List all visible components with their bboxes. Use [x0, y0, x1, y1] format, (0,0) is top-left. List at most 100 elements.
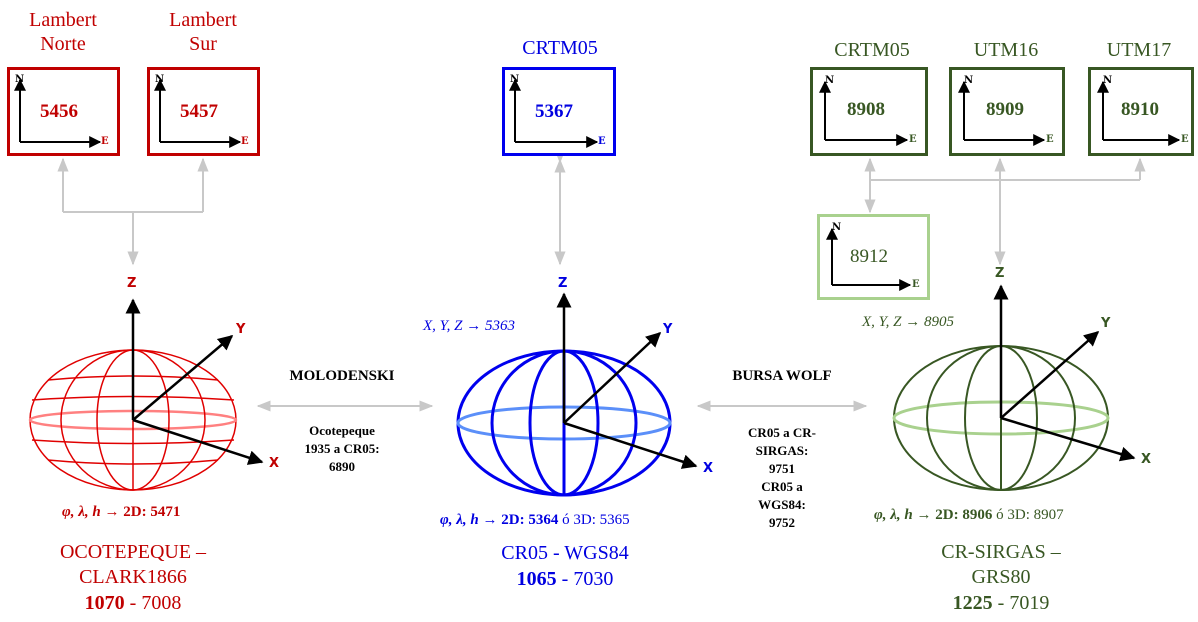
- axis-n-label: N: [15, 74, 25, 85]
- geographic-3d-code: ó 3D: 5365: [558, 512, 630, 528]
- axis-e-label: E: [101, 136, 109, 147]
- projection-box-5456: N E 5456: [7, 67, 120, 156]
- projection-label-lambert-norte: Lambert Norte: [18, 8, 108, 56]
- datum-code: 1225: [952, 592, 993, 614]
- transformation-line: CR05 a: [761, 479, 803, 494]
- projected-axes-icon: [819, 80, 909, 146]
- projection-box-8908: N E 8908: [810, 67, 928, 156]
- projection-label-line2: Sur: [189, 33, 217, 55]
- axis-z-label: Z: [995, 266, 1005, 281]
- projected-axes-icon: [509, 78, 599, 148]
- datum-name-line2: CLARK1866: [79, 566, 187, 588]
- transformation-line: CR05 a CR-: [748, 425, 816, 440]
- axis-e-label: E: [241, 136, 249, 147]
- projection-label-line1: Lambert: [29, 9, 97, 31]
- projection-code: 8910: [1121, 99, 1159, 120]
- transformation-line: WGS84:: [758, 497, 806, 512]
- datum-codes: 1070 - 7008: [8, 592, 258, 615]
- transformation-line: SIRGAS:: [755, 443, 809, 458]
- geographic-3d-code: ó 3D: 8907: [992, 507, 1064, 523]
- geographic-2d-code: → 2D: 8906: [916, 507, 993, 523]
- datum-codes: 1225 - 7019: [876, 592, 1126, 615]
- datum-name: CR05 - WGS84: [501, 542, 629, 564]
- crsirgas-connectors: [864, 157, 1146, 266]
- axis-n-label: N: [964, 75, 974, 86]
- projection-box-5457: N E 5457: [147, 67, 260, 156]
- projection-label-line2: Norte: [40, 33, 86, 55]
- axis-y-label: Y: [236, 322, 246, 337]
- projection-code: 5456: [40, 101, 78, 122]
- datum-name-line2: GRS80: [971, 566, 1031, 588]
- projection-box-5367: N E 5367: [502, 67, 616, 156]
- datum-codes: 1065 - 7030: [440, 568, 690, 591]
- transformation-codes-right: CR05 a CR- SIRGAS: 9751 CR05 a WGS84: 97…: [712, 424, 852, 532]
- geographic-coord-symbols: φ, λ, h: [874, 507, 913, 523]
- ellipsoid-code: - 7019: [992, 592, 1050, 614]
- axis-y-label: Y: [1101, 316, 1111, 331]
- projection-label-utm17: UTM17: [1106, 39, 1172, 61]
- geographic-crs-label: φ, λ, h → 2D: 5471: [62, 504, 180, 521]
- transformation-line: 6890: [329, 459, 355, 474]
- ellipsoid-code: - 7008: [124, 592, 182, 614]
- projection-label-lambert-sur: Lambert Sur: [158, 8, 248, 56]
- projected-axes-icon: [826, 227, 912, 291]
- axis-e-label: E: [909, 134, 917, 145]
- datum-name: CR-SIRGAS – GRS80: [876, 540, 1126, 590]
- projection-code: 5457: [180, 101, 218, 122]
- projection-code: 8908: [847, 99, 885, 120]
- axis-x-label: X: [1141, 452, 1152, 467]
- ocotepeque-connectors: [57, 157, 209, 266]
- axis-n-label: N: [1103, 75, 1113, 86]
- datum-name-line1: CR-SIRGAS –: [941, 541, 1061, 563]
- axis-n-label: N: [825, 75, 835, 86]
- axis-e-label: E: [598, 136, 606, 147]
- datum-code: 1070: [84, 592, 125, 614]
- axis-e-label: E: [1046, 134, 1054, 145]
- projected-axes-icon: [154, 78, 242, 148]
- transformation-codes-left: Ocotepeque 1935 a CR05: 6890: [272, 422, 412, 476]
- projected-axes-icon: [958, 80, 1046, 146]
- projection-label-utm16: UTM16: [973, 39, 1039, 61]
- datum-name: OCOTEPEQUE – CLARK1866: [8, 540, 258, 590]
- transformation-line: 9752: [769, 515, 795, 530]
- datum-code: 1065: [516, 568, 557, 590]
- projection-label-line1: Lambert: [169, 9, 237, 31]
- projected-axes-icon: [1097, 80, 1181, 146]
- geographic-2d-code: → 2D: 5364: [482, 512, 559, 528]
- geographic-coord-symbols: φ, λ, h: [440, 512, 479, 528]
- axis-n-label: N: [510, 74, 520, 85]
- projection-label-crtm05: CRTM05: [834, 39, 910, 61]
- transformation-method-bursa-wolf: BURSA WOLF: [732, 368, 832, 384]
- transformation-method-molodenski: MOLODENSKI: [289, 368, 395, 384]
- projected-axes-icon: [14, 78, 102, 148]
- axis-z-label: Z: [127, 276, 137, 291]
- projection-box-8909: N E 8909: [949, 67, 1065, 156]
- axis-e-label: E: [912, 279, 920, 290]
- axis-e-label: E: [1181, 134, 1189, 145]
- cr05-axes: [556, 292, 698, 469]
- transformation-line: Ocotepeque: [309, 423, 375, 438]
- datum-name-line1: OCOTEPEQUE –: [59, 541, 207, 563]
- geographic-crs-label: φ, λ, h → 2D: 8906 ó 3D: 8907: [874, 507, 1064, 524]
- axis-x-label: X: [703, 461, 714, 476]
- transformation-line: 9751: [769, 461, 795, 476]
- crsirgas-axes: [993, 284, 1136, 462]
- cartesian-crs-label: X, Y, Z → 8905: [862, 314, 954, 330]
- geographic-coord-symbols: φ, λ, h: [62, 504, 101, 520]
- projection-code: 5367: [535, 101, 573, 122]
- axis-z-label: Z: [558, 276, 568, 291]
- cartesian-crs-label: X, Y, Z → 5363: [423, 318, 515, 334]
- projection-code: 8909: [986, 99, 1024, 120]
- axis-n-label: N: [155, 74, 165, 85]
- axis-y-label: Y: [663, 322, 673, 337]
- projection-box-8912: N E 8912: [817, 214, 930, 300]
- ellipsoid-code: - 7030: [556, 568, 614, 590]
- axis-x-label: X: [269, 456, 280, 471]
- axis-n-label: N: [832, 222, 842, 233]
- projection-label-crtm05: CRTM05: [522, 37, 598, 59]
- transformation-line: 1935 a CR05:: [304, 441, 380, 456]
- projection-box-8910: N E 8910: [1088, 67, 1194, 156]
- ocotepeque-axes: [125, 298, 264, 465]
